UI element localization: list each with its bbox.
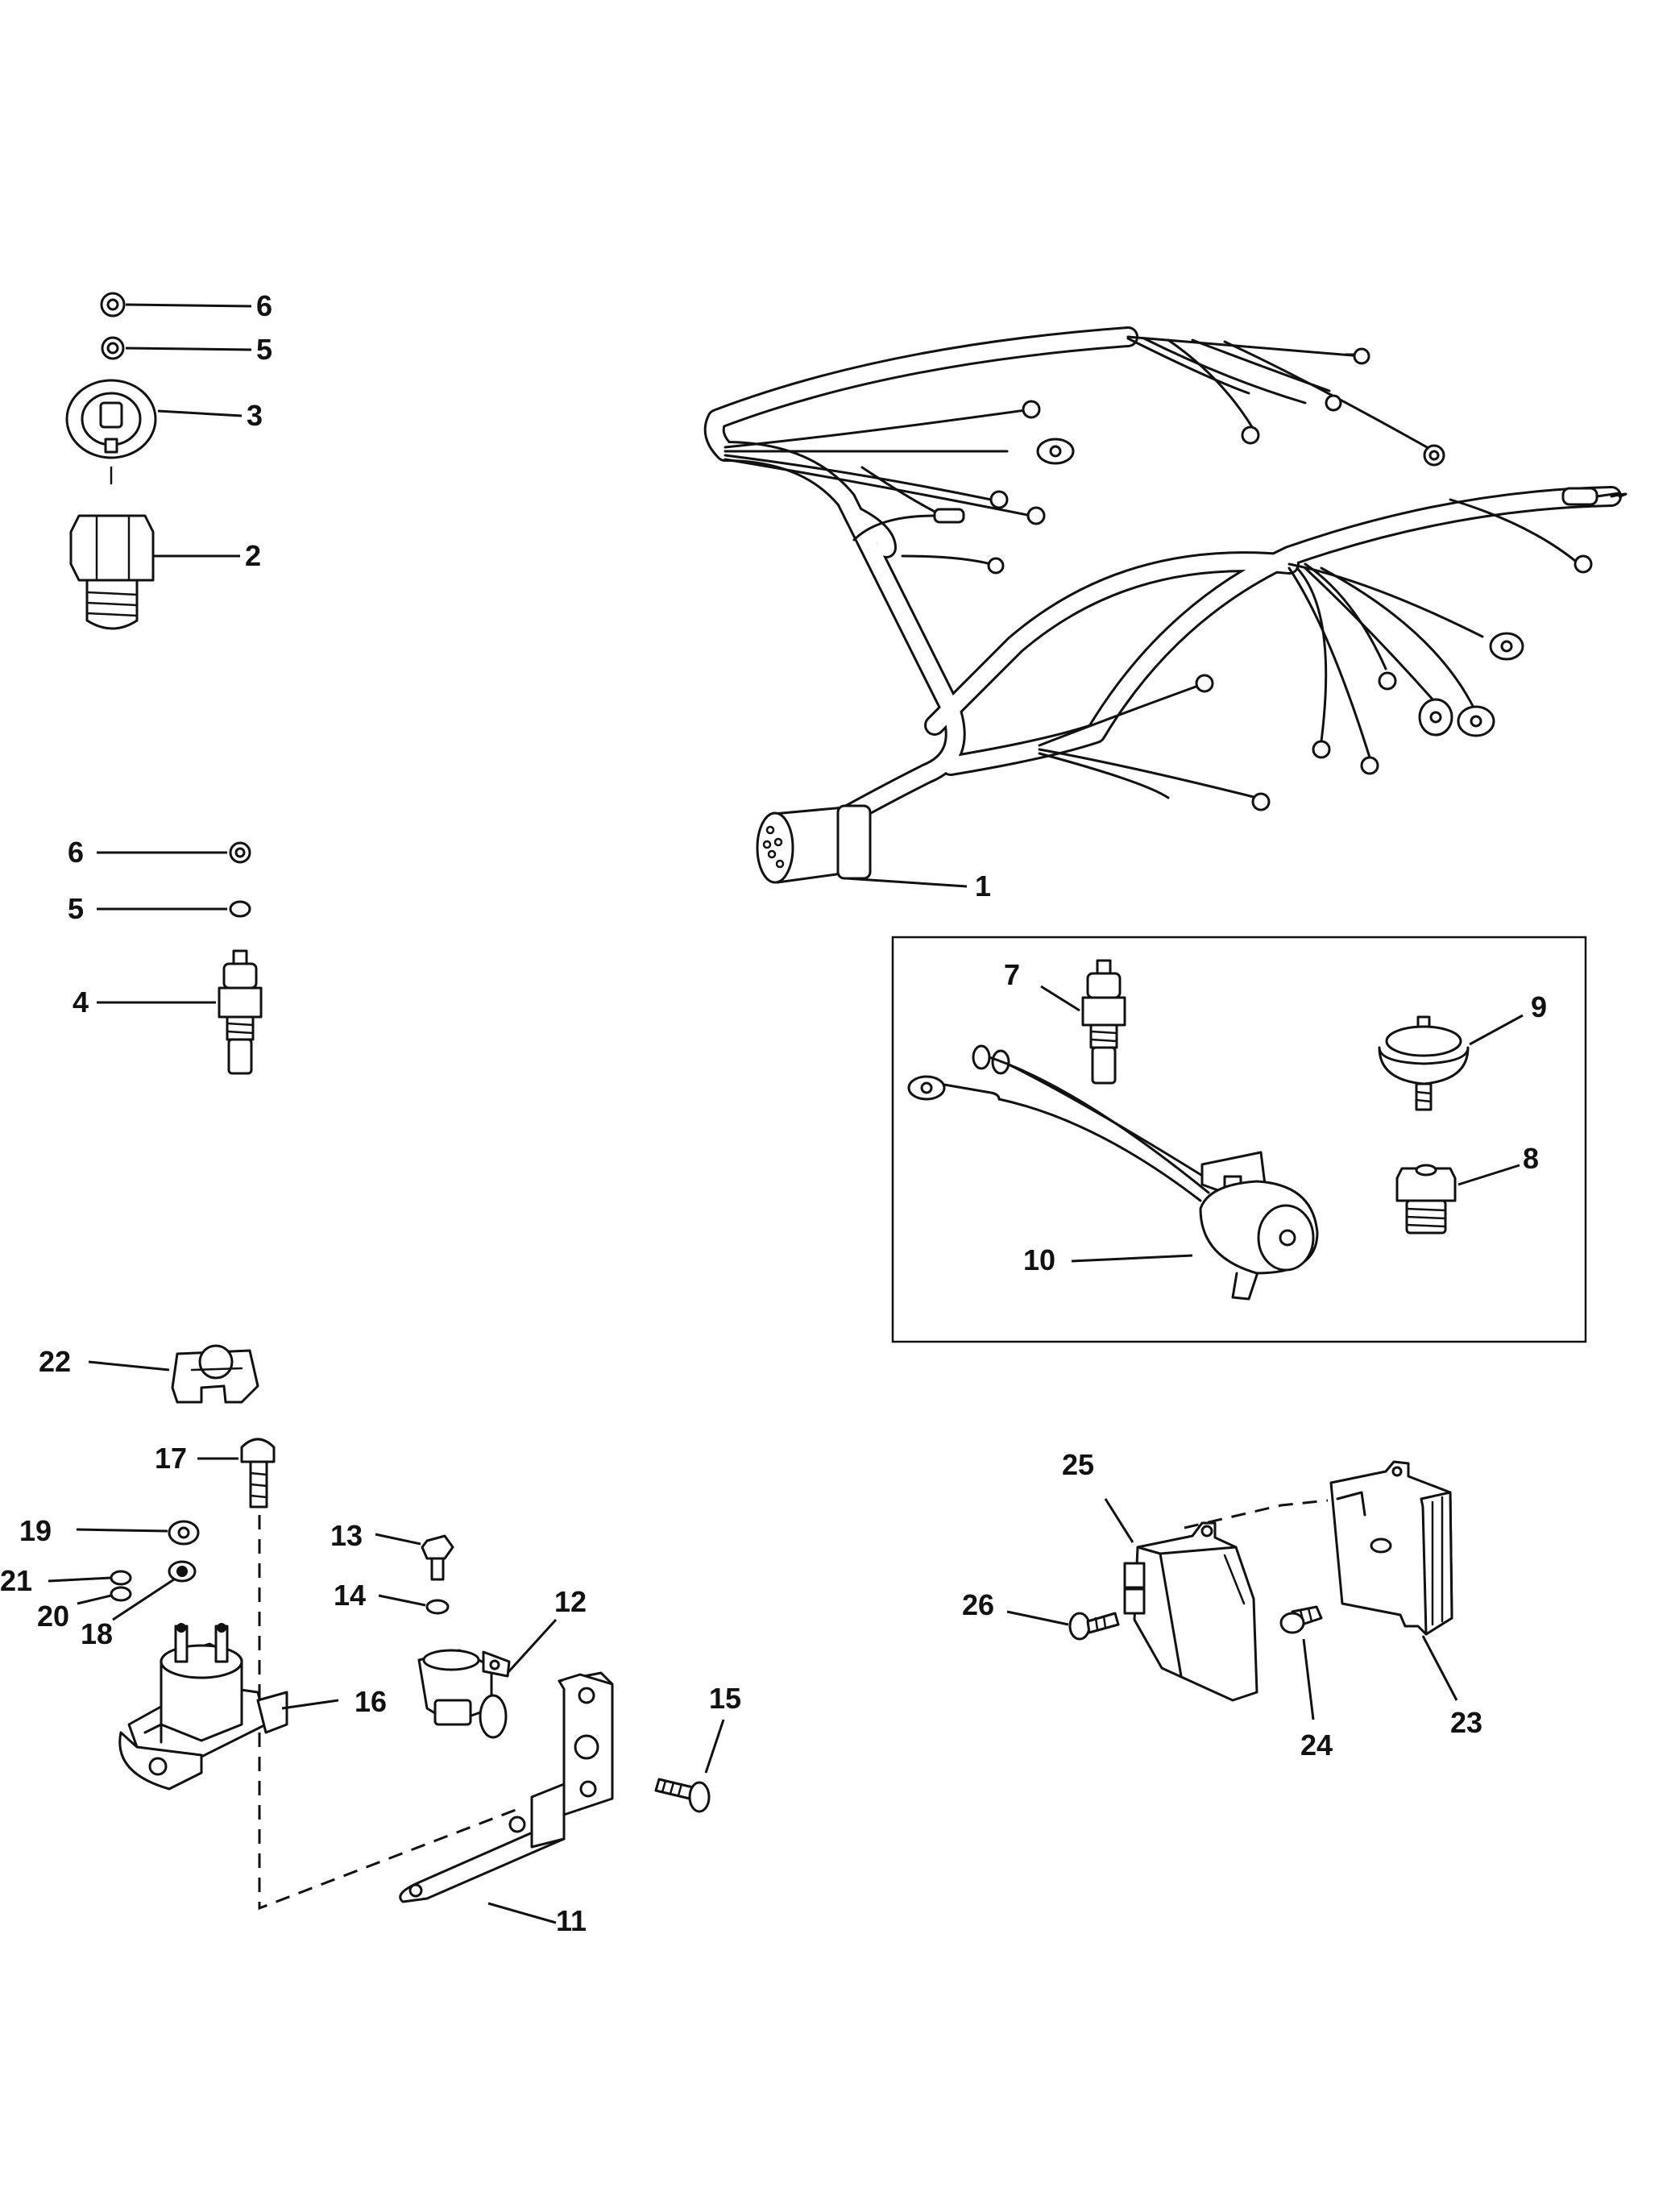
part-14-lockwasher[interactable] (425, 1599, 450, 1615)
callout-6-top: 6 (256, 289, 272, 322)
part-1-wiring-harness[interactable] (703, 326, 1627, 884)
part-24-screw[interactable] (1279, 1605, 1323, 1634)
part-11-bracket[interactable] (399, 1671, 614, 1903)
callout-15: 15 (709, 1682, 741, 1715)
leader-20 (77, 1594, 112, 1605)
callout-20: 20 (37, 1600, 69, 1633)
part-6-nut-top[interactable] (100, 292, 126, 317)
kit-box (891, 936, 1587, 1343)
callout-5-mid: 5 (68, 892, 84, 925)
leader-9 (1469, 1014, 1524, 1046)
callout-24: 24 (1300, 1729, 1333, 1762)
callout-22: 22 (39, 1345, 71, 1378)
leader-13 (375, 1533, 421, 1546)
part-19-nut[interactable] (168, 1520, 200, 1546)
leader-10 (1071, 1254, 1193, 1263)
callout-5-top: 5 (256, 333, 272, 366)
part-4-temperature-sender[interactable] (218, 949, 263, 1075)
callout-1: 1 (975, 869, 991, 903)
callout-8: 8 (1523, 1142, 1539, 1175)
leader-1 (845, 877, 968, 888)
part-5-washer-mid[interactable] (229, 900, 251, 918)
leader-22 (88, 1360, 170, 1372)
callout-10: 10 (1023, 1243, 1055, 1276)
part-9-pressure-sender[interactable] (1378, 1015, 1470, 1111)
part-3-pressure-sender-top[interactable] (65, 379, 157, 485)
callout-17: 17 (155, 1442, 187, 1475)
leader-15 (704, 1719, 725, 1774)
callout-21: 21 (0, 1564, 32, 1597)
part-22-clip[interactable] (171, 1344, 259, 1404)
leader-11 (487, 1902, 557, 1924)
callout-6-mid: 6 (68, 836, 84, 869)
part-6-nut-mid[interactable] (229, 841, 251, 864)
part-21-lockwasher[interactable] (110, 1570, 132, 1586)
callout-16: 16 (355, 1685, 387, 1718)
leader-12 (506, 1618, 558, 1675)
callout-14: 14 (334, 1579, 366, 1612)
assembly-path-regulator (1184, 1499, 1329, 1529)
leader-3 (157, 409, 243, 417)
leader-16 (281, 1699, 339, 1710)
leader-24 (1302, 1638, 1315, 1720)
callout-25: 25 (1062, 1448, 1094, 1481)
callout-7: 7 (1004, 958, 1020, 991)
part-20-washer[interactable] (110, 1586, 132, 1602)
leader-19 (76, 1528, 168, 1533)
callout-11: 11 (556, 1904, 587, 1937)
part-26-screw[interactable] (1068, 1612, 1120, 1641)
callout-13: 13 (330, 1519, 363, 1552)
leader-7 (1040, 985, 1080, 1012)
callout-2: 2 (245, 539, 261, 572)
leader-14 (378, 1594, 426, 1607)
callout-3: 3 (247, 399, 263, 432)
part-5-washer-top[interactable] (101, 336, 125, 360)
callout-26: 26 (962, 1588, 994, 1621)
callout-12: 12 (554, 1585, 587, 1618)
callout-19: 19 (19, 1514, 52, 1547)
leader-8 (1457, 1164, 1520, 1186)
leader-23 (1421, 1635, 1458, 1701)
part-2-adapter-fitting[interactable] (69, 514, 155, 630)
part-13-screw[interactable] (421, 1534, 454, 1581)
part-23-heat-sink-bracket[interactable] (1329, 1460, 1453, 1636)
part-17-bolt[interactable] (240, 1438, 276, 1509)
part-15-screw[interactable] (654, 1778, 711, 1813)
part-25-voltage-regulator[interactable] (1123, 1521, 1258, 1702)
leader-18 (112, 1578, 175, 1621)
leader-26 (1006, 1610, 1069, 1626)
part-12-neutral-switch[interactable] (417, 1649, 511, 1739)
callout-18: 18 (81, 1617, 113, 1650)
leader-21 (48, 1576, 112, 1583)
part-8-adapter[interactable] (1395, 1164, 1457, 1235)
part-7-temperature-sender[interactable] (1081, 959, 1126, 1085)
leader-6-top (125, 303, 252, 308)
leader-25 (1104, 1498, 1134, 1543)
callout-23: 23 (1450, 1706, 1482, 1739)
part-10-warning-horn[interactable] (907, 1044, 1319, 1301)
part-18-washer[interactable] (168, 1560, 197, 1583)
assembly-path (258, 1515, 516, 1911)
part-16-starter-solenoid[interactable] (118, 1623, 288, 1791)
callout-9: 9 (1531, 990, 1547, 1023)
leader-5-top (125, 347, 252, 351)
callout-4: 4 (73, 986, 89, 1019)
